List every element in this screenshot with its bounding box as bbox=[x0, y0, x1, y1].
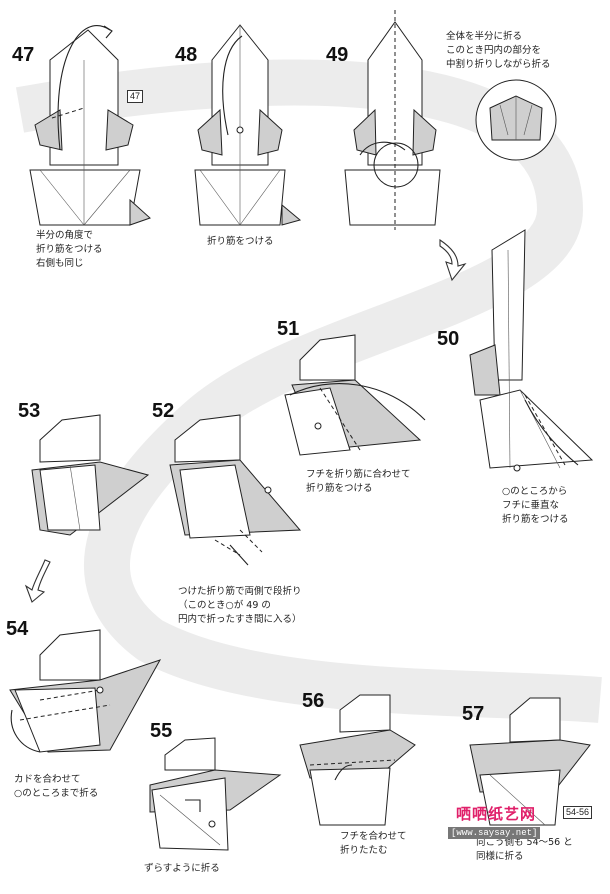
step-57-caption: 向こう側も 54〜56 と 同様に折る bbox=[476, 836, 573, 864]
step-47-figure bbox=[30, 26, 150, 225]
step-50-number: 50 bbox=[437, 328, 459, 351]
step-51-number: 51 bbox=[277, 318, 299, 341]
step-49-number: 49 bbox=[326, 44, 348, 67]
step-48-figure bbox=[195, 25, 300, 225]
step-49-caption: 全体を半分に折る このとき円内の部分を 中割り折りしながら折る bbox=[446, 30, 551, 72]
step-54-number: 54 bbox=[6, 618, 28, 641]
watermark-logo: 哂哂纸艺网 bbox=[456, 803, 536, 824]
step-56-number: 56 bbox=[302, 690, 324, 713]
step-47-reference-box: 47 bbox=[127, 90, 143, 103]
step-55-figure bbox=[150, 738, 280, 850]
step-48-number: 48 bbox=[175, 44, 197, 67]
step-51-caption: フチを折り筋に合わせて 折り筋をつける bbox=[306, 468, 411, 496]
step-55-number: 55 bbox=[150, 720, 172, 743]
step-48-caption: 折り筋をつける bbox=[207, 235, 274, 249]
step-56-figure bbox=[300, 695, 415, 825]
step-53-number: 53 bbox=[18, 400, 40, 423]
step-54-caption: カドを合わせて ○のところまで折る bbox=[14, 773, 98, 801]
step-52-number: 52 bbox=[152, 400, 174, 423]
step-47-number: 47 bbox=[12, 44, 34, 67]
arrow-to-step-54 bbox=[26, 560, 50, 602]
watermark-url: [www.saysay.net] bbox=[448, 827, 540, 839]
step-57-reference-box: 54-56 bbox=[563, 806, 592, 819]
step-57-number: 57 bbox=[462, 703, 484, 726]
step-52-figure bbox=[170, 415, 300, 565]
step-56-caption: フチを合わせて 折りたたむ bbox=[340, 830, 407, 858]
step-52-caption: つけた折り筋で両側で段折り （このとき○が 49 の 円内で折ったすき間に入る） bbox=[178, 585, 302, 627]
step-50-caption: ○のところから フチに垂直な 折り筋をつける bbox=[502, 485, 569, 527]
step-55-caption: ずらすように折る bbox=[144, 862, 220, 876]
step-47-caption: 半分の角度で 折り筋をつける 右側も同じ bbox=[36, 229, 103, 271]
